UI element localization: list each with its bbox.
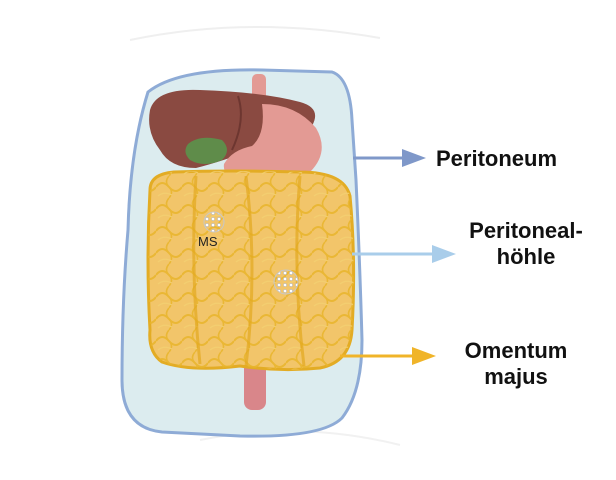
background-scribble bbox=[130, 27, 380, 40]
omentum-label-line1: Omentum bbox=[446, 338, 586, 364]
peritoneum-label: Peritoneum bbox=[436, 146, 557, 172]
milky-spot bbox=[204, 212, 224, 232]
peritoneal-cavity-label-line2: höhle bbox=[446, 244, 606, 270]
gallbladder bbox=[185, 138, 227, 164]
omentum-label-line2: majus bbox=[446, 364, 586, 390]
peritoneal-cavity-arrow bbox=[352, 245, 456, 263]
milky-spot bbox=[274, 270, 298, 294]
peritoneum-arrow bbox=[353, 149, 426, 167]
peritoneal-cavity-label: Peritoneal- höhle bbox=[446, 218, 606, 270]
omentum-label: Omentum majus bbox=[446, 338, 586, 390]
ms-label: MS bbox=[198, 234, 218, 249]
peritoneal-cavity-label-line1: Peritoneal- bbox=[446, 218, 606, 244]
